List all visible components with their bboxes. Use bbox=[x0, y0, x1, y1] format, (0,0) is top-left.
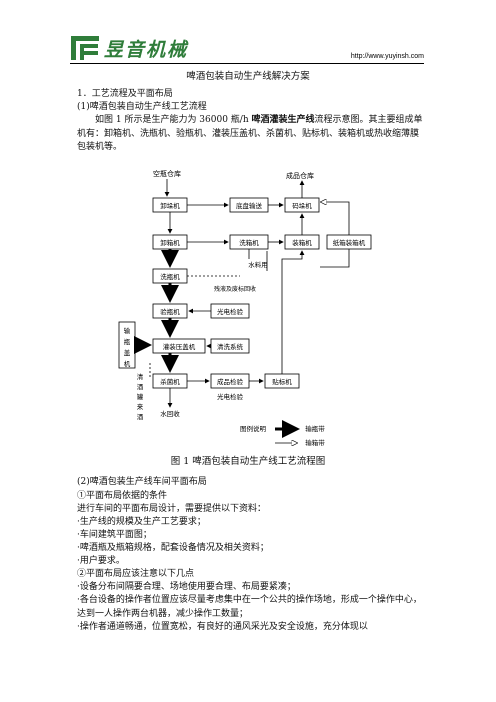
box-bottle-washer: 洗瓶机 bbox=[152, 268, 188, 284]
box-filler-capper: 灌装压盖机 bbox=[152, 338, 206, 354]
label-finished-store: 成品仓库 bbox=[286, 171, 314, 180]
item1-heading: ①平面布局依据的条件 bbox=[77, 491, 168, 501]
box-optical-inspect-label: 光电检验 bbox=[217, 307, 244, 316]
intro-text-before: 如图 1 所示是生产能力为 36000 瓶/h bbox=[95, 115, 252, 125]
item1-intro: 进行车间的平面布局设计，需要提供以下资料： bbox=[77, 504, 267, 514]
box-packer: 装箱机 bbox=[284, 234, 320, 250]
box-pasteurizer-label: 杀菌机 bbox=[160, 377, 180, 386]
box-case-washer-label: 洗箱机 bbox=[239, 238, 259, 247]
box-inspector-label: 验瓶机 bbox=[160, 307, 180, 316]
section1-heading: 1．工艺流程及平面布局 bbox=[77, 89, 173, 99]
header-url[interactable]: http://www.yuyinsh.com bbox=[350, 53, 424, 60]
legend-case-label: 输箱带 bbox=[305, 438, 325, 447]
header-divider bbox=[70, 63, 424, 64]
legend-bottle-label: 输瓶带 bbox=[305, 424, 325, 433]
box-pasteurizer: 杀菌机 bbox=[152, 373, 188, 389]
intro-paragraph: 如图 1 所示是生产能力为 36000 瓶/h 啤酒灌装生产线流程示意图。其主要… bbox=[77, 114, 427, 155]
box-labeler: 贴标机 bbox=[264, 373, 300, 389]
box-finished-inspect: 成品检验 bbox=[210, 373, 250, 389]
bullet-requirement: ·啤酒瓶及瓶箱规格，配套设备情况及相关资料； bbox=[77, 543, 269, 553]
item2-heading: ②平面布局应该注意以下几点 bbox=[77, 569, 195, 579]
logo-text: 昱音机械 bbox=[104, 38, 189, 61]
box-unpacker-label: 卸箱机 bbox=[160, 238, 180, 247]
label-residue-recovery: 残液及废标回收 bbox=[214, 285, 256, 293]
legend: 图例说明 输瓶带 输箱带 bbox=[240, 420, 325, 447]
company-logo: 昱音机械 bbox=[70, 34, 188, 62]
box-depalletizer: 卸垛机 bbox=[152, 197, 188, 213]
box-depalletizer-label: 卸垛机 bbox=[160, 201, 180, 210]
box-filler-capper-label: 灌装压盖机 bbox=[163, 342, 196, 351]
bullet-requirement: ·生产线的规模及生产工艺要求； bbox=[77, 517, 206, 527]
intro-highlight: 啤酒灌装生产线 bbox=[251, 115, 315, 125]
bullet-guideline: ·各台设备的操作者位置应该尽量考虑集中在一个公共的操作场地，形成一个操作中心，达… bbox=[77, 595, 422, 619]
process-flow-diagram: 空瓶仓库 成品仓库 卸垛机 底盘输送 码垛机 卸箱机 洗箱机 装箱机 纸箱装箱机… bbox=[118, 169, 372, 447]
box-cip-system: 清洗系统 bbox=[210, 338, 250, 354]
box-labeler-label: 贴标机 bbox=[272, 377, 292, 386]
figure-caption: 图 1 啤酒包装自动生产线工艺流程图 bbox=[170, 456, 326, 467]
label-clear-wine: 清酒罐来酒 bbox=[137, 372, 144, 421]
label-empty-bottle-store: 空瓶仓库 bbox=[153, 169, 181, 178]
bullet-guideline: ·操作者通道畅通，位置宽松，有良好的通风采光及安全设施，充分体现以 bbox=[77, 622, 368, 632]
bullet-guideline: ·设备分布间隔要合理、场地使用要合理、布局要紧凑； bbox=[77, 582, 296, 592]
bullet-requirement: ·车间建筑平面图； bbox=[77, 530, 152, 540]
box-unpacker: 卸箱机 bbox=[152, 234, 188, 250]
label-bottle-feed: 输瓶盖机 bbox=[124, 326, 131, 368]
box-finished-inspect-label: 成品检验 bbox=[217, 377, 244, 386]
box-case-washer: 洗箱机 bbox=[229, 234, 269, 250]
bottle-conveyor-arrows bbox=[134, 249, 179, 373]
logo-mark-icon bbox=[71, 36, 99, 60]
bullet-requirement: ·用户要求。 bbox=[77, 556, 125, 566]
intro-text-after: 流程示意图。其主要组成单机有：卸箱机、洗瓶机、验瓶机、灌装压盖机、杀菌机、贴标机… bbox=[77, 115, 423, 152]
label-water-recovery: 水回收 bbox=[160, 409, 180, 418]
box-palletizer-label: 码垛机 bbox=[292, 201, 312, 210]
box-cip-system-label: 清洗系统 bbox=[217, 342, 244, 351]
box-inspector: 验瓶机 bbox=[152, 303, 188, 319]
box-packer-label: 装箱机 bbox=[292, 238, 312, 247]
section1-subheading: (1)啤酒包装自动生产线工艺流程 bbox=[77, 102, 207, 112]
label-optical-inspect-2: 光电检验 bbox=[217, 392, 244, 401]
box-pallet-conveyor-label: 底盘输送 bbox=[236, 201, 263, 210]
document-title: 啤酒包装自动生产线解决方案 bbox=[186, 71, 310, 82]
case-conveyor-arrows bbox=[149, 179, 350, 408]
box-pallet-conveyor: 底盘输送 bbox=[229, 197, 269, 213]
box-carton-packer: 纸箱装箱机 bbox=[326, 234, 372, 250]
section2-subheading: (2)啤酒包装生产线车间平面布局 bbox=[77, 477, 207, 487]
label-water-supply: 水料用 bbox=[248, 260, 268, 269]
box-optical-inspect: 光电检验 bbox=[210, 303, 250, 319]
box-palletizer: 码垛机 bbox=[284, 197, 320, 213]
box-carton-packer-label: 纸箱装箱机 bbox=[333, 238, 366, 247]
box-bottle-washer-label: 洗瓶机 bbox=[160, 272, 180, 281]
legend-title: 图例说明 bbox=[240, 424, 267, 433]
